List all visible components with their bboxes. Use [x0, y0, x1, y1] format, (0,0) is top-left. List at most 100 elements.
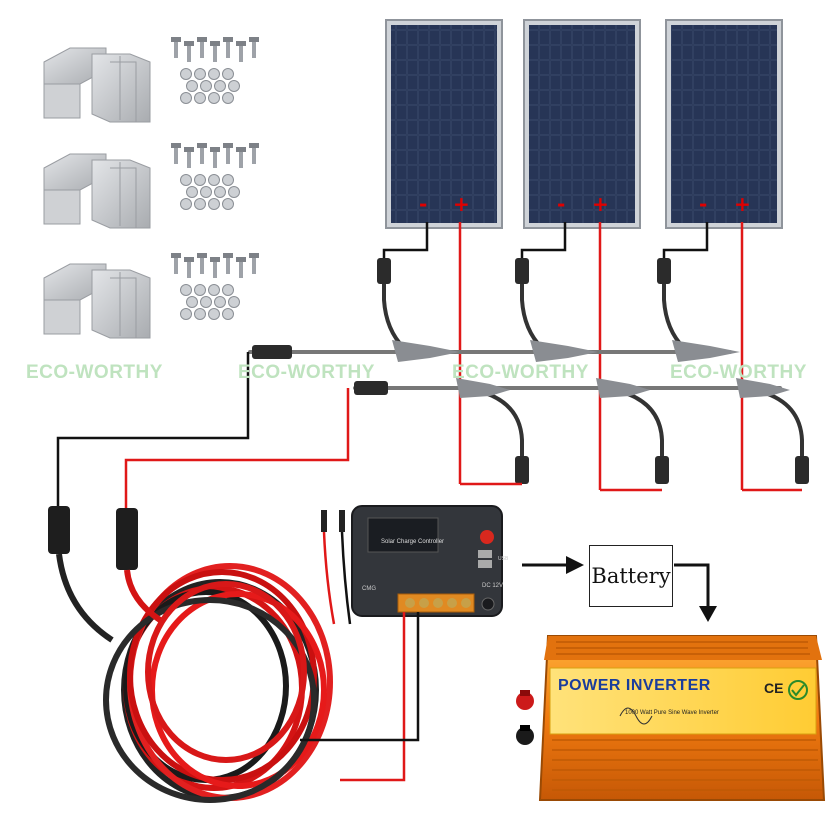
nut	[222, 308, 234, 320]
panel-3-negative-sign: -	[699, 192, 708, 216]
screw-head	[197, 143, 207, 148]
nut	[222, 68, 234, 80]
watermark-3: ECO-WORTHY	[452, 362, 589, 383]
nut	[208, 308, 220, 320]
screw-head	[197, 37, 207, 42]
nut	[180, 68, 192, 80]
nut	[200, 186, 212, 198]
screw-head	[171, 143, 181, 148]
mounting-bracket-set-3	[43, 263, 151, 339]
nut	[180, 198, 192, 210]
nut	[222, 92, 234, 104]
screw	[226, 256, 230, 274]
cable-loop	[103, 597, 317, 803]
nut	[194, 284, 206, 296]
screw-head	[236, 147, 246, 152]
screw-head	[184, 147, 194, 152]
screw	[239, 44, 243, 62]
screw-head	[210, 257, 220, 262]
nut	[194, 174, 206, 186]
screw-head	[249, 37, 259, 42]
screw-head	[223, 253, 233, 258]
mounting-bracket-set-1	[43, 47, 151, 123]
mc4-plugs	[252, 258, 809, 484]
screw	[200, 146, 204, 164]
battery-box: Battery	[589, 545, 673, 607]
nut	[222, 284, 234, 296]
panel-2-negative-sign: -	[557, 192, 566, 216]
screw	[252, 146, 256, 164]
nut	[180, 92, 192, 104]
mounting-bracket-set-2	[43, 153, 151, 229]
screw-head	[249, 253, 259, 258]
screw	[213, 150, 217, 168]
nut	[222, 174, 234, 186]
nut	[200, 296, 212, 308]
screw	[174, 256, 178, 274]
cable-coil	[103, 563, 333, 803]
watermark-4: ECO-WORTHY	[670, 362, 807, 383]
controller-label: Solar Charge Controller	[381, 539, 445, 545]
panel-1-positive-sign: +	[453, 192, 470, 216]
screw-head	[171, 253, 181, 258]
nut	[214, 296, 226, 308]
watermark-1: ECO-WORTHY	[26, 362, 163, 383]
panel-1-negative-sign: -	[419, 192, 428, 216]
screw	[174, 146, 178, 164]
nut	[208, 174, 220, 186]
nut	[180, 308, 192, 320]
nut	[194, 68, 206, 80]
screw-head	[184, 257, 194, 262]
nut	[194, 308, 206, 320]
screw	[200, 40, 204, 58]
screw	[187, 260, 191, 278]
nut	[194, 198, 206, 210]
nut	[214, 186, 226, 198]
nut	[180, 284, 192, 296]
inverter-subtitle: 1000 Watt Pure Sine Wave Inverter	[625, 710, 719, 716]
main-wires	[56, 352, 350, 512]
cable-loop	[145, 581, 307, 763]
nut	[208, 284, 220, 296]
screw	[226, 146, 230, 164]
panel-3-positive-sign: +	[734, 192, 751, 216]
screw	[239, 150, 243, 168]
power-inverter	[516, 635, 826, 801]
screws-and-nuts	[171, 37, 259, 320]
inverter-title: POWER INVERTER	[558, 677, 711, 694]
inverter-ce-mark: CE	[764, 680, 784, 696]
nut	[214, 80, 226, 92]
screw	[213, 260, 217, 278]
screw-head	[171, 37, 181, 42]
nut	[200, 80, 212, 92]
nut	[208, 92, 220, 104]
screw-head	[236, 257, 246, 262]
battery-label: Battery	[591, 564, 671, 588]
controller-dc-label: DC 12V	[482, 583, 504, 589]
screw-head	[184, 41, 194, 46]
screw	[187, 44, 191, 62]
controller-model: CMG	[362, 586, 376, 592]
controller-usb-label: USB	[498, 556, 509, 562]
nut	[194, 92, 206, 104]
watermark-2: ECO-WORTHY	[238, 362, 375, 383]
screw	[200, 256, 204, 274]
coil-mc4-connectors	[48, 506, 162, 643]
arrow-to-inverter	[674, 563, 717, 622]
nut	[208, 68, 220, 80]
screw	[252, 40, 256, 58]
nut	[186, 296, 198, 308]
solar-panel-1	[385, 19, 503, 229]
nut	[228, 186, 240, 198]
nut	[186, 186, 198, 198]
screw	[187, 150, 191, 168]
screw-head	[223, 143, 233, 148]
solar-panel-2	[523, 19, 641, 229]
nut	[228, 80, 240, 92]
screw-head	[249, 143, 259, 148]
screw-head	[197, 253, 207, 258]
screw	[226, 40, 230, 58]
nut	[228, 296, 240, 308]
screw-head	[236, 41, 246, 46]
